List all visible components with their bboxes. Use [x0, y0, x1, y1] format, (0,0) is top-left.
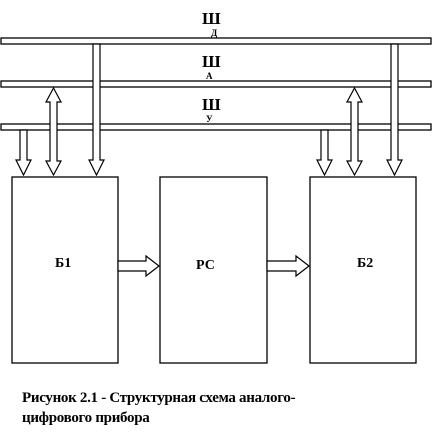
arrow-rs-to-b2 [266, 254, 310, 278]
block-b1-label: Б1 [55, 256, 71, 271]
bus-control-subscript: У [206, 114, 213, 124]
bus-address-subscript: А [206, 71, 213, 81]
bus-data-subscript: Д [211, 28, 218, 38]
arrow-address-to-b2 [316, 129, 333, 177]
block-b2-label: Б2 [357, 256, 373, 271]
caption-line-2: цифрового прибора [22, 410, 150, 426]
figure-caption: Рисунок 2.1 - Структурная схема аналого-… [22, 388, 422, 428]
block-rs [159, 176, 268, 364]
bus-address-line [0, 80, 432, 88]
arrow-data-to-b2 [386, 43, 403, 177]
block-b1 [11, 176, 119, 364]
block-rs-label: РС [196, 258, 215, 273]
arrow-b2-control-bidirectional [345, 86, 364, 177]
bus-control-line [0, 123, 432, 131]
arrow-data-to-b1 [88, 43, 105, 177]
arrow-address-to-b1 [15, 129, 32, 177]
bus-control-label: Ш [202, 95, 221, 114]
bus-data-label: Ш [202, 9, 221, 28]
arrow-b1-to-rs [117, 254, 160, 278]
bus-data-line [0, 37, 432, 45]
caption-line-1: Рисунок 2.1 - Структурная схема аналого- [22, 390, 296, 406]
block-b2 [309, 176, 417, 364]
bus-address-label: Ш [202, 52, 221, 71]
arrow-b1-control-bidirectional [44, 86, 63, 177]
